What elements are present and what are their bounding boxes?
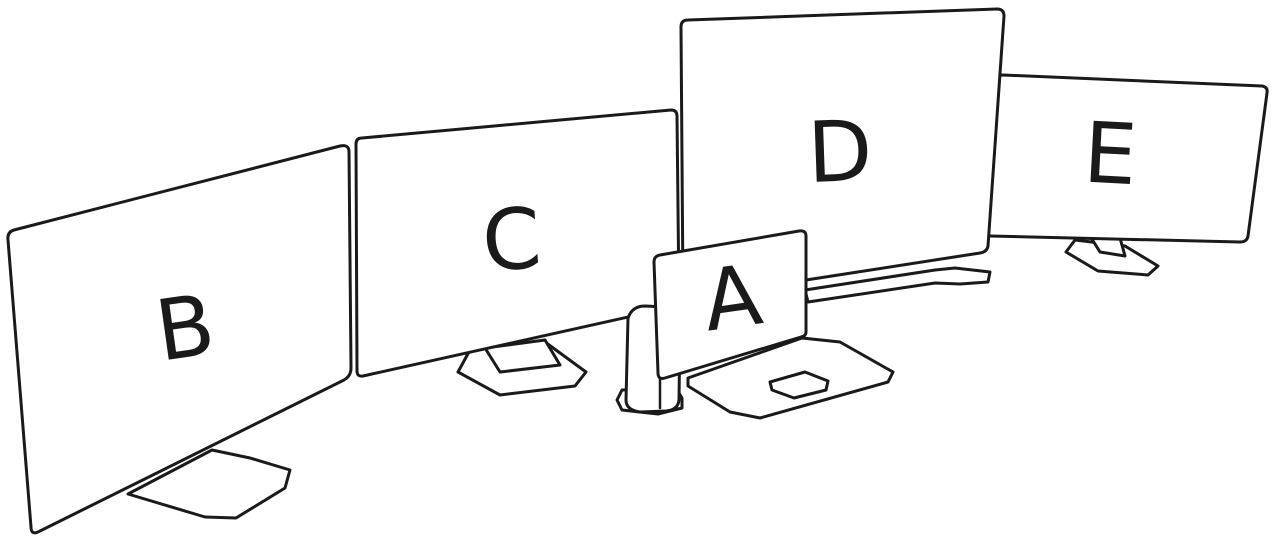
monitor-d-screen <box>679 7 1006 300</box>
label-e: E <box>1081 104 1139 205</box>
monitor-e-stand-base <box>1064 238 1160 277</box>
monitor-d-stand-foot <box>803 266 992 304</box>
monitor-e: E <box>983 73 1269 277</box>
monitor-b-screen <box>6 144 353 535</box>
label-c: C <box>479 189 544 291</box>
monitor-c: C <box>354 108 681 397</box>
laptop-a-touchpad <box>768 370 830 400</box>
label-b: B <box>150 275 221 380</box>
laptop-a: A <box>652 229 895 420</box>
monitor-d: D <box>679 7 1006 304</box>
label-a: A <box>697 245 768 350</box>
monitor-b-stand-base <box>126 448 292 520</box>
laptop-a-screen <box>652 229 808 380</box>
label-d: D <box>806 102 874 202</box>
monitor-b: B <box>6 144 353 535</box>
monitor-c-stand-neck <box>483 338 562 374</box>
